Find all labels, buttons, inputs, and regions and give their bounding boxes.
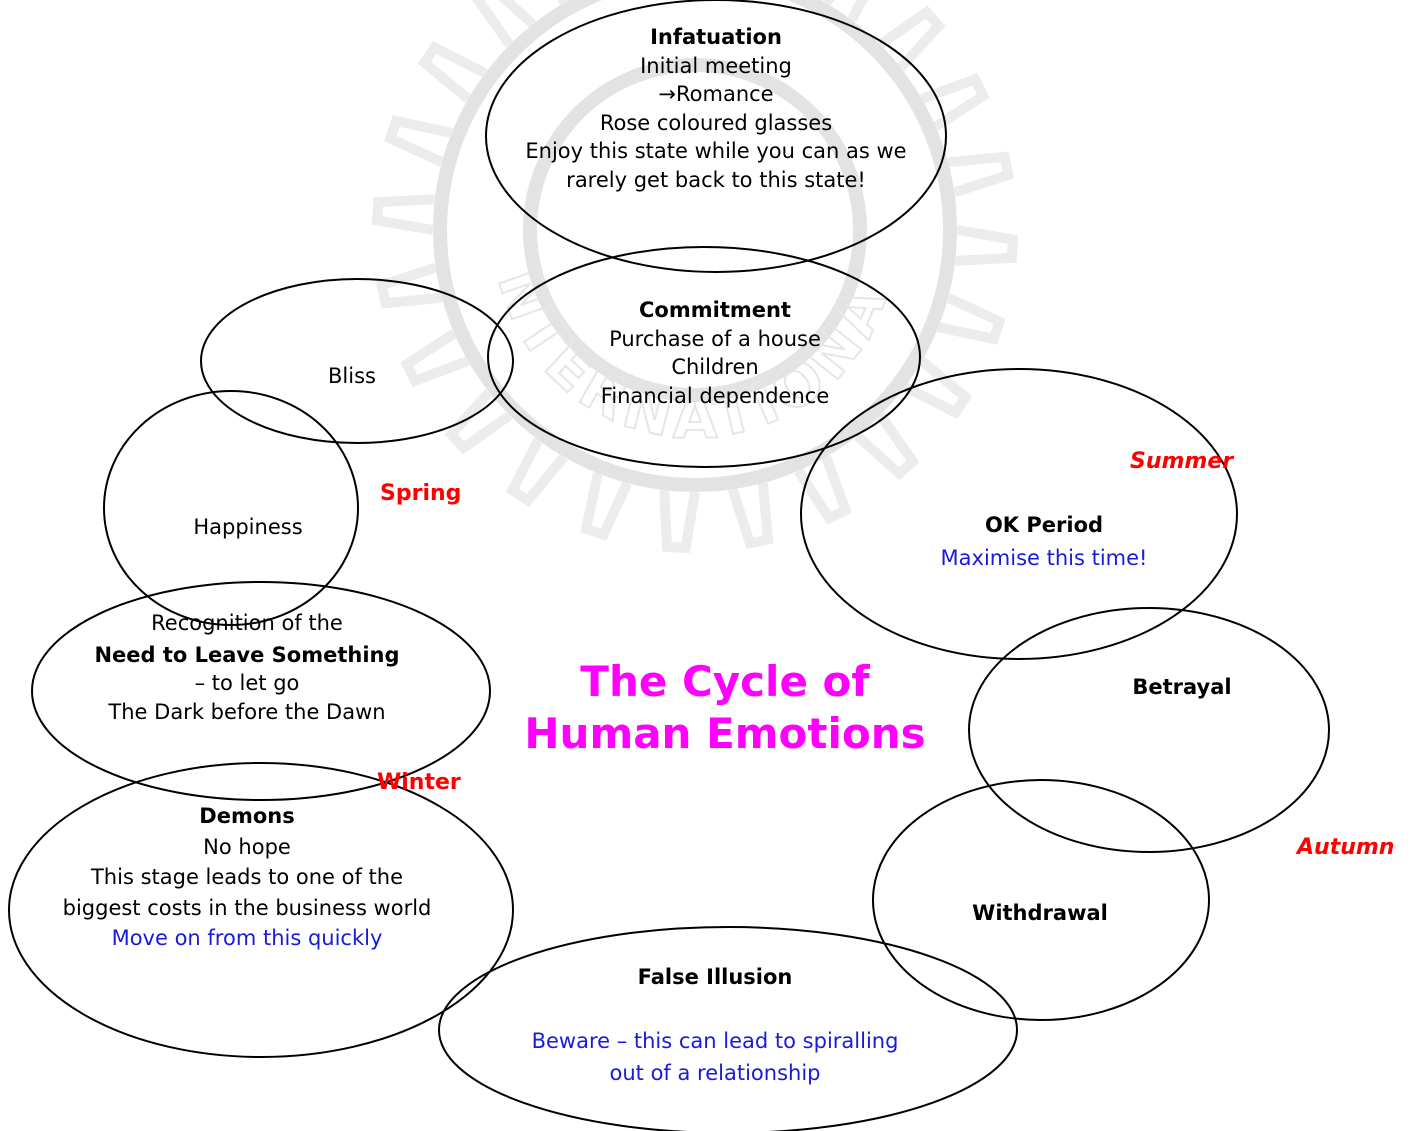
demons-line: biggest costs in the business world	[62, 895, 432, 920]
commitment-line: Children	[671, 355, 759, 379]
infatuation-line: Rose coloured glasses	[599, 110, 833, 135]
watermark-gear-tooth	[947, 151, 1014, 198]
demons-line: This stage leads to one of the	[90, 865, 404, 889]
title-line-1: The Cycle of	[580, 657, 870, 706]
commitment-ellipse	[487, 246, 921, 468]
ok-period-heading: OK Period	[984, 513, 1104, 537]
watermark-gear-tooth	[659, 489, 700, 554]
infatuation-ellipse	[485, 0, 947, 273]
watermark-gear-tooth	[371, 194, 436, 235]
watermark-gear-tooth	[506, 437, 568, 508]
watermark-gear-tooth	[580, 472, 632, 541]
bliss-stage: Bliss	[328, 362, 376, 391]
demons-note: Move on from this quickly	[111, 926, 383, 950]
betrayal-ellipse	[968, 607, 1330, 853]
commitment-heading: Commitment	[639, 298, 791, 322]
false-illusion-stage: False Illusion Beware – this can lead to…	[532, 963, 899, 1088]
watermark-gear-tooth	[417, 41, 488, 103]
infatuation-line: rarely get back to this state!	[566, 167, 866, 192]
season-summer: Summer	[1130, 449, 1234, 474]
false-illusion-ellipse	[438, 926, 1018, 1131]
ok-period-stage: OK Period Maximise this time!	[941, 511, 1148, 572]
watermark-gear-tooth	[937, 293, 1006, 345]
recognition-line: – to let go	[194, 671, 300, 695]
demons-heading: Demons	[199, 804, 295, 828]
commitment-line: Financial dependence	[600, 383, 830, 408]
commitment-stage: Commitment Purchase of a house Children …	[601, 296, 829, 410]
withdrawal-ellipse	[872, 779, 1210, 1021]
demons-stage: Demons No hope This stage leads to one o…	[63, 802, 432, 953]
watermark-gear-tooth	[794, 455, 852, 525]
watermark-gear-tooth	[727, 482, 774, 549]
ok-period-ellipse	[800, 368, 1238, 660]
happiness-ellipse	[103, 390, 359, 626]
withdrawal-stage: Withdrawal	[972, 899, 1108, 928]
recognition-ellipse	[31, 581, 491, 801]
demons-ellipse	[8, 762, 514, 1058]
watermark-gear-tooth	[400, 329, 470, 387]
bliss-label: Bliss	[328, 364, 376, 388]
recognition-line: Recognition of the	[151, 611, 343, 635]
season-spring: Spring	[380, 481, 462, 506]
infatuation-line: Enjoy this state while you can as we	[525, 139, 907, 163]
recognition-line: The Dark before the Dawn	[108, 699, 386, 724]
watermark-gear-tooth	[877, 5, 946, 72]
betrayal-stage: Betrayal	[1132, 673, 1231, 702]
happiness-stage: Happiness	[193, 513, 302, 542]
infatuation-stage: Infatuation Initial meeting →Romance Ros…	[525, 23, 906, 194]
demons-line: No hope	[203, 834, 291, 859]
season-winter: Winter	[377, 770, 461, 795]
ok-period-note: Maximise this time!	[940, 545, 1148, 570]
commitment-line: Purchase of a house	[609, 326, 821, 351]
watermark-gear-tooth	[384, 115, 453, 167]
recognition-heading: Need to Leave Something	[94, 642, 400, 667]
watermark-gear-tooth	[471, 0, 537, 48]
bliss-ellipse	[200, 278, 514, 444]
infatuation-line: Initial meeting	[640, 53, 792, 78]
watermark-gear-tooth	[920, 73, 990, 131]
false-illusion-note: out of a relationship	[609, 1061, 821, 1085]
infatuation-heading: Infatuation	[650, 25, 782, 49]
false-illusion-note: Beware – this can lead to spiralling	[531, 1028, 899, 1053]
season-autumn: Autumn	[1297, 835, 1395, 860]
title-line-2: Human Emotions	[524, 709, 926, 758]
watermark-gear-tooth	[902, 357, 973, 419]
diagram-title: The Cycle of Human Emotions	[524, 656, 925, 760]
happiness-label: Happiness	[193, 515, 303, 539]
watermark-gear-tooth	[853, 412, 920, 481]
recognition-stage: Recognition of the Need to Leave Somethi…	[94, 609, 399, 726]
withdrawal-heading: Withdrawal	[972, 901, 1108, 925]
false-illusion-heading: False Illusion	[637, 965, 793, 989]
watermark-gear-tooth	[444, 388, 513, 455]
watermark-gear-tooth	[954, 225, 1019, 266]
watermark-gear-tooth	[376, 262, 443, 309]
betrayal-heading: Betrayal	[1132, 675, 1232, 699]
infatuation-line: →Romance	[658, 82, 774, 106]
